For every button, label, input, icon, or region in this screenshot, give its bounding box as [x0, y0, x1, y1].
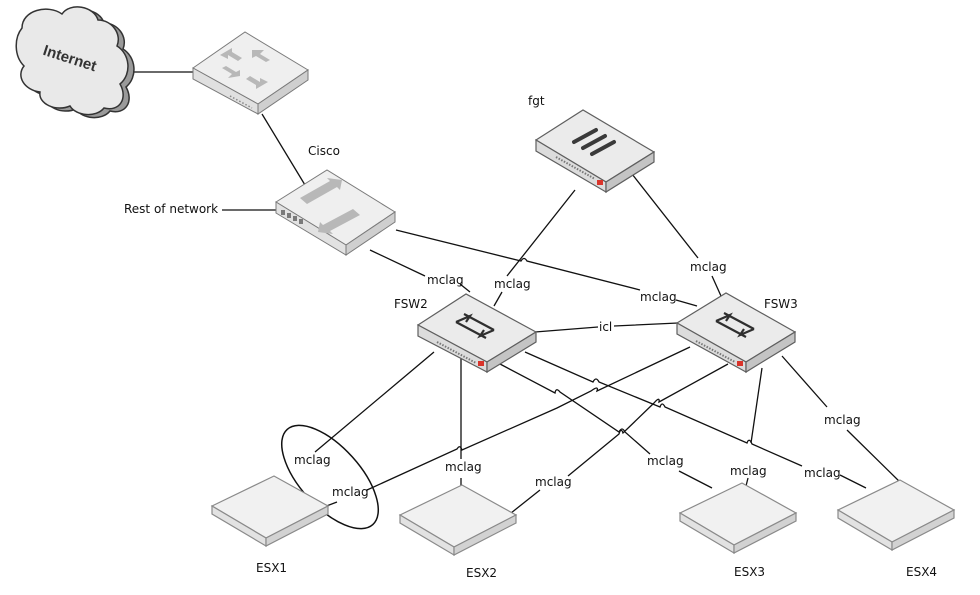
esx3-label: ESX3: [734, 565, 765, 579]
link-fsw2-esx4: [524, 351, 867, 489]
link-fsw3-esx4: [781, 355, 904, 486]
fsw2-arrows-icon: [455, 313, 495, 339]
esx3-top: [678, 482, 798, 546]
fgt-bars-icon: [572, 128, 616, 156]
link-cisco-fsw3: [395, 229, 698, 307]
esx2-top: [398, 484, 518, 548]
label-fsw3-esx3: mclag: [730, 464, 767, 478]
esx1-server[interactable]: ESX1: [210, 475, 330, 575]
fgt-side: [605, 150, 655, 194]
link-cisco-fsw2: [369, 249, 471, 293]
label-fsw3-esx4: mclag: [824, 413, 861, 427]
link-labels: mclag mclag mclag mclag icl mclag mclag …: [294, 260, 861, 499]
esx4-server[interactable]: ESX4: [836, 479, 956, 579]
link-fgt-fsw2: [493, 189, 576, 307]
label-cisco-fsw2: mclag: [427, 273, 464, 287]
fortinet-logo-icon: [737, 361, 743, 366]
link-fsw2-esx3: [499, 363, 713, 489]
fgt-label: fgt: [528, 94, 545, 108]
link-fgt-fsw3: [631, 173, 722, 297]
label-fgt-fsw3: mclag: [690, 260, 727, 274]
internet-cloud[interactable]: Internet: [15, 6, 135, 119]
link-fsw3-esx2: [505, 363, 729, 518]
fsw2-label: FSW2: [394, 297, 428, 311]
label-cisco-fsw3: mclag: [640, 290, 677, 304]
fsw3-switch[interactable]: FSW3: [675, 292, 798, 374]
fgt-ports: [555, 156, 596, 180]
esx2-side: [453, 514, 517, 556]
fortinet-logo-icon: [478, 361, 484, 366]
label-fsw2-esx2: mclag: [445, 460, 482, 474]
cisco-switch[interactable]: Cisco: [275, 144, 396, 256]
link-icl: [534, 322, 679, 333]
esx1-label: ESX1: [256, 561, 287, 575]
esx3-side: [733, 512, 797, 554]
esx2-label: ESX2: [466, 566, 497, 580]
fsw2-switch[interactable]: FSW2: [394, 293, 538, 374]
fortinet-logo-icon: [597, 180, 603, 185]
router-ports: [229, 95, 253, 109]
cisco-side: [345, 211, 396, 256]
label-fsw3-esx1: mclag: [332, 485, 369, 499]
esx2-server[interactable]: ESX2: [398, 484, 518, 580]
fsw3-label: FSW3: [764, 297, 798, 311]
link-router-cisco: [261, 113, 306, 186]
rest-of-network-label: Rest of network: [124, 202, 218, 216]
fgt-firewall[interactable]: fgt: [528, 94, 656, 194]
label-fsw2-esx3: mclag: [647, 454, 684, 468]
links: [130, 71, 904, 530]
label-fgt-fsw2: mclag: [494, 277, 531, 291]
fsw3-arrows-icon: [715, 312, 755, 338]
esx3-server[interactable]: ESX3: [678, 482, 798, 579]
label-fsw3-esx2: mclag: [535, 475, 572, 489]
esx1-top: [210, 475, 330, 539]
router-side: [257, 69, 309, 115]
fsw3-side: [745, 330, 796, 374]
label-fsw2-esx4: mclag: [804, 466, 841, 480]
label-icl: icl: [599, 320, 612, 334]
router-arrows-icon: [220, 48, 270, 89]
fsw2-side: [486, 330, 537, 374]
cisco-arrows-icon: [300, 178, 360, 234]
esx1-side: [265, 505, 329, 547]
cloud-body: [15, 6, 129, 116]
cisco-label: Cisco: [308, 144, 340, 158]
label-fsw2-esx1: mclag: [294, 453, 331, 467]
esx4-top: [836, 479, 956, 543]
fsw3-ports: [695, 340, 736, 363]
fsw2-ports: [436, 341, 477, 364]
link-fsw2-esx1: [273, 351, 435, 496]
cisco-ports: [281, 210, 303, 224]
esx4-label: ESX4: [906, 565, 937, 579]
esx4-side: [891, 509, 955, 551]
router-device[interactable]: [192, 31, 309, 115]
router-top: [192, 31, 309, 105]
